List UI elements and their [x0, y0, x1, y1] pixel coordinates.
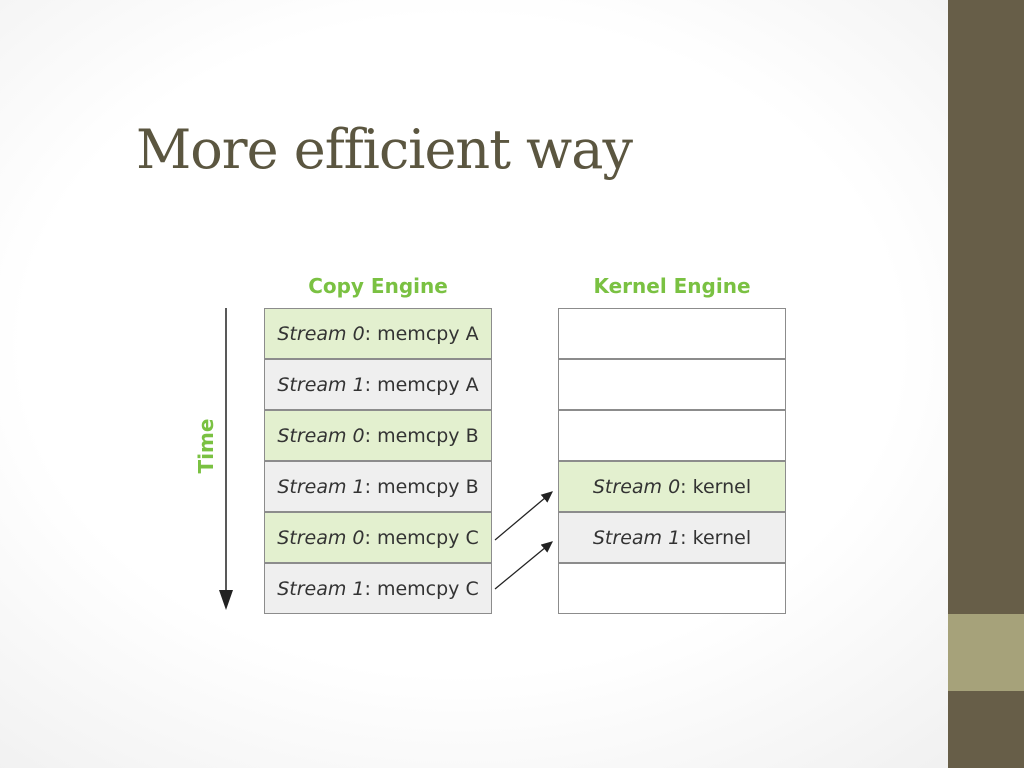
- arrow-memcpy-c1-to-kernel-s1: [494, 541, 554, 590]
- stream-label: Stream 0: [277, 526, 365, 549]
- operation-label: : memcpy A: [364, 322, 479, 345]
- kernel-engine-cell-2: [558, 359, 786, 410]
- kernel-engine-cell-5: Stream 1: kernel: [558, 512, 786, 563]
- sidebar-accent-block: [948, 614, 1024, 691]
- time-arrow: [219, 308, 233, 610]
- stream-label: Stream 0: [277, 424, 365, 447]
- stream-label: Stream 0: [277, 322, 365, 345]
- kernel-engine-cell-4: Stream 0: kernel: [558, 461, 786, 512]
- operation-label: : memcpy B: [364, 424, 479, 447]
- operation-label: : kernel: [680, 475, 752, 498]
- kernel-engine-cell-1: [558, 308, 786, 359]
- copy-engine-cell-5: Stream 0: memcpy C: [264, 512, 492, 563]
- operation-label: : memcpy C: [364, 577, 479, 600]
- stream-label: Stream 1: [277, 373, 365, 396]
- slide-title: More efficient way: [136, 118, 633, 181]
- time-label: Time: [194, 418, 218, 474]
- copy-engine-cell-6: Stream 1: memcpy C: [264, 563, 492, 614]
- operation-label: : memcpy B: [364, 475, 479, 498]
- copy-engine-cell-1: Stream 0: memcpy A: [264, 308, 492, 359]
- copy-engine-cell-2: Stream 1: memcpy A: [264, 359, 492, 410]
- copy-engine-cell-3: Stream 0: memcpy B: [264, 410, 492, 461]
- stream-label: Stream 0: [592, 475, 681, 498]
- kernel-engine-cell-6: [558, 563, 786, 614]
- stream-label: Stream 1: [277, 475, 365, 498]
- operation-label: : memcpy A: [364, 373, 479, 396]
- arrow-memcpy-c0-to-kernel-s0: [494, 491, 553, 541]
- copy-engine-header: Copy Engine: [308, 274, 448, 298]
- kernel-engine-cell-3: [558, 410, 786, 461]
- kernel-engine-header: Kernel Engine: [593, 274, 751, 298]
- operation-label: : kernel: [680, 526, 752, 549]
- copy-engine-cell-4: Stream 1: memcpy B: [264, 461, 492, 512]
- stream-label: Stream 1: [277, 577, 365, 600]
- stream-label: Stream 1: [592, 526, 681, 549]
- operation-label: : memcpy C: [364, 526, 479, 549]
